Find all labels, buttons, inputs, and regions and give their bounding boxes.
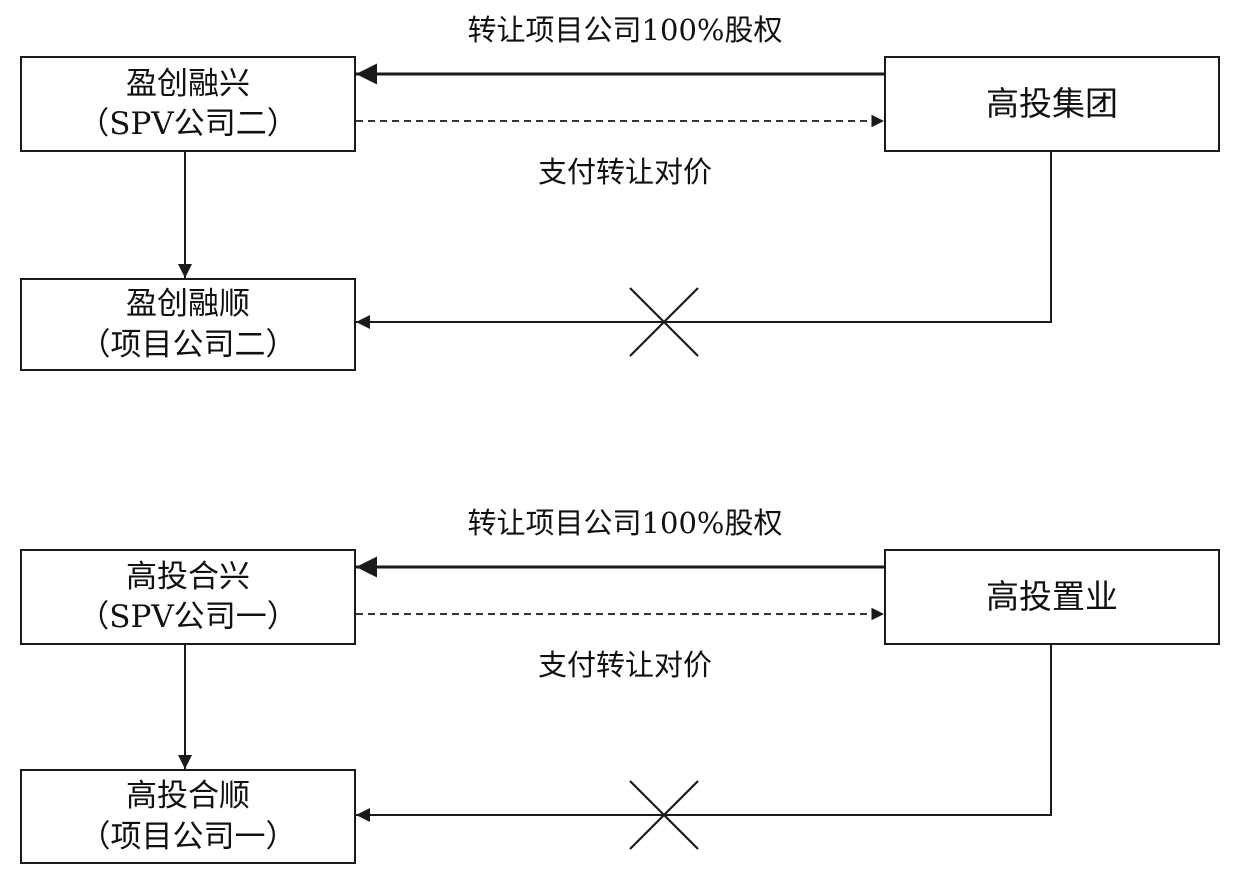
top-project-company-subtitle: （项目公司二）: [79, 326, 297, 363]
top-spv-company-name: 盈创融兴: [126, 65, 250, 102]
top-spv-company-box: 盈创融兴 （SPV公司二）: [20, 56, 356, 152]
top-seller-box: 高投集团: [884, 56, 1220, 152]
bottom-blocked-cross-icon: [629, 780, 699, 850]
top-project-company-name: 盈创融顺: [126, 286, 250, 323]
bottom-seller-to-project-blocked-line: [356, 645, 1052, 822]
top-seller-name: 高投集团: [986, 83, 1118, 123]
bottom-spv-company-name: 高投合兴: [126, 558, 250, 595]
bottom-payment-label: 支付转让对价: [537, 648, 713, 682]
bottom-spv-company-box: 高投合兴 （SPV公司一）: [20, 549, 356, 645]
top-payment-label: 支付转让对价: [537, 155, 713, 189]
top-spv-company-subtitle: （SPV公司二）: [78, 106, 298, 142]
bottom-project-company-name: 高投合顺: [126, 778, 250, 815]
bottom-equity-transfer-label: 转让项目公司100%股权: [467, 506, 783, 540]
top-project-company-box: 盈创融顺 （项目公司二）: [20, 278, 356, 371]
bottom-project-company-box: 高投合顺 （项目公司一）: [20, 769, 356, 864]
top-seller-to-project-blocked-line: [356, 152, 1052, 329]
top-equity-transfer-label: 转让项目公司100%股权: [467, 13, 783, 47]
bottom-spv-company-subtitle: （SPV公司一）: [78, 599, 298, 635]
bottom-seller-name: 高投置业: [986, 576, 1118, 616]
bottom-project-company-subtitle: （项目公司一）: [79, 818, 297, 855]
top-blocked-cross-icon: [629, 287, 699, 357]
bottom-seller-box: 高投置业: [884, 549, 1220, 645]
